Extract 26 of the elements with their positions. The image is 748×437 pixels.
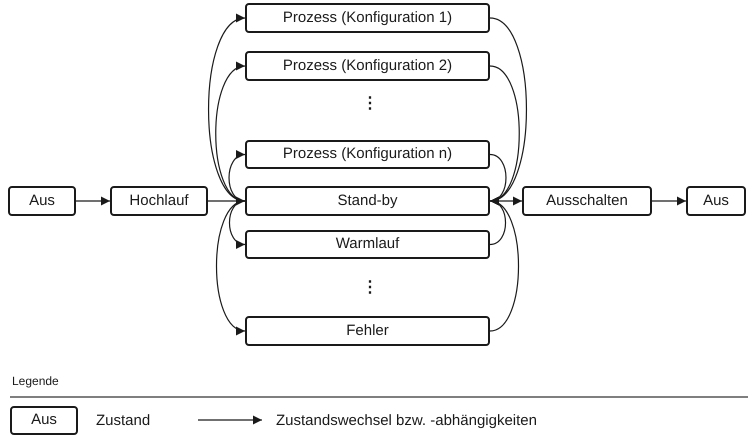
state-box: Warmlauf — [245, 230, 490, 259]
arrow — [490, 196, 522, 206]
state-box: Aus — [8, 186, 76, 216]
legend-text: Zustand — [96, 411, 150, 431]
arrow — [76, 196, 110, 206]
arrow — [216, 200, 246, 333]
arrow — [228, 152, 246, 202]
state-box: Aus — [686, 186, 746, 216]
state-box: Prozess (Konfiguration 2) — [245, 51, 490, 81]
legend-text: Zustandswechsel bzw. -abhängigkeiten — [276, 411, 537, 431]
arrow — [490, 199, 520, 332]
arrow — [208, 196, 245, 206]
state-box: Hochlauf — [110, 186, 208, 216]
state-box: Ausschalten — [522, 186, 652, 216]
state-box: Prozess (Konfiguration n) — [245, 140, 490, 169]
state-box: Fehler — [245, 316, 490, 346]
ellipsis-mark: ⋮ — [362, 280, 378, 296]
arrow — [228, 200, 246, 248]
state-box: Stand-by — [245, 186, 490, 216]
arrow — [208, 16, 246, 202]
legend-state-box: Aus — [10, 406, 78, 435]
legend-title: Legende — [12, 373, 59, 390]
ellipsis-mark: ⋮ — [362, 96, 378, 112]
arrow — [215, 64, 246, 202]
arrow — [652, 196, 686, 206]
state-box: Prozess (Konfiguration 1) — [245, 3, 490, 33]
